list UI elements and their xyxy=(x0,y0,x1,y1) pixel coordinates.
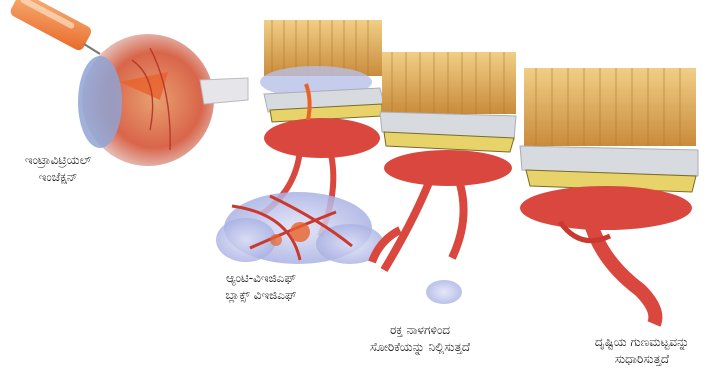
retina-panel-2 xyxy=(372,52,516,304)
retina-panel-3 xyxy=(520,68,698,324)
anti-vegf-label-line-2: ಬ್ಲಾಕ್ಸ್ ವಿಇಜಿಎಫ್ xyxy=(186,287,336,304)
improves-vision-label: ದೃಷ್ಟಿಯ ಗುಣಮಟ್ಟವನ್ನು ಸುಧಾರಿಸುತ್ತದೆ xyxy=(560,334,724,368)
injection-label-line-1: ಇಂಟ್ರಾವಿಟ್ರಿಯಲ್ xyxy=(4,152,112,169)
injection-label: ಇಂಟ್ರಾವಿಟ್ರಿಯಲ್ ಇಂಜೆಕ್ಷನ್ xyxy=(4,152,112,186)
anti-vegf-label-line-1: ಆ್ಯಂಟಿ-ವಿಇಜಿಎಫ್ xyxy=(186,270,336,287)
injection-label-line-2: ಇಂಜೆಕ್ಷನ್ xyxy=(4,169,112,186)
stops-leak-label-line-2: ಸೋರಿಕೆಯನ್ನು ನಿಲ್ಲಿಸುತ್ತದೆ xyxy=(320,339,520,356)
eyeball-icon xyxy=(78,34,248,166)
stops-leak-label: ರಕ್ತ ನಾಳಗಳಿಂದ ಸೋರಿಕೆಯನ್ನು ನಿಲ್ಲಿಸುತ್ತದೆ xyxy=(320,322,520,356)
improves-vision-label-line-1: ದೃಷ್ಟಿಯ ಗುಣಮಟ್ಟವನ್ನು xyxy=(560,334,724,351)
stops-leak-label-line-1: ರಕ್ತ ನಾಳಗಳಿಂದ xyxy=(320,322,520,339)
improves-vision-label-line-2: ಸುಧಾರಿಸುತ್ತದೆ xyxy=(560,351,724,368)
syringe-icon xyxy=(9,0,100,54)
leaking-fluid xyxy=(216,192,384,264)
anti-vegf-label: ಆ್ಯಂಟಿ-ವಿಇಜಿಎಫ್ ಬ್ಲಾಕ್ಸ್ ವಿಇಜಿಎಫ್ xyxy=(186,270,336,304)
